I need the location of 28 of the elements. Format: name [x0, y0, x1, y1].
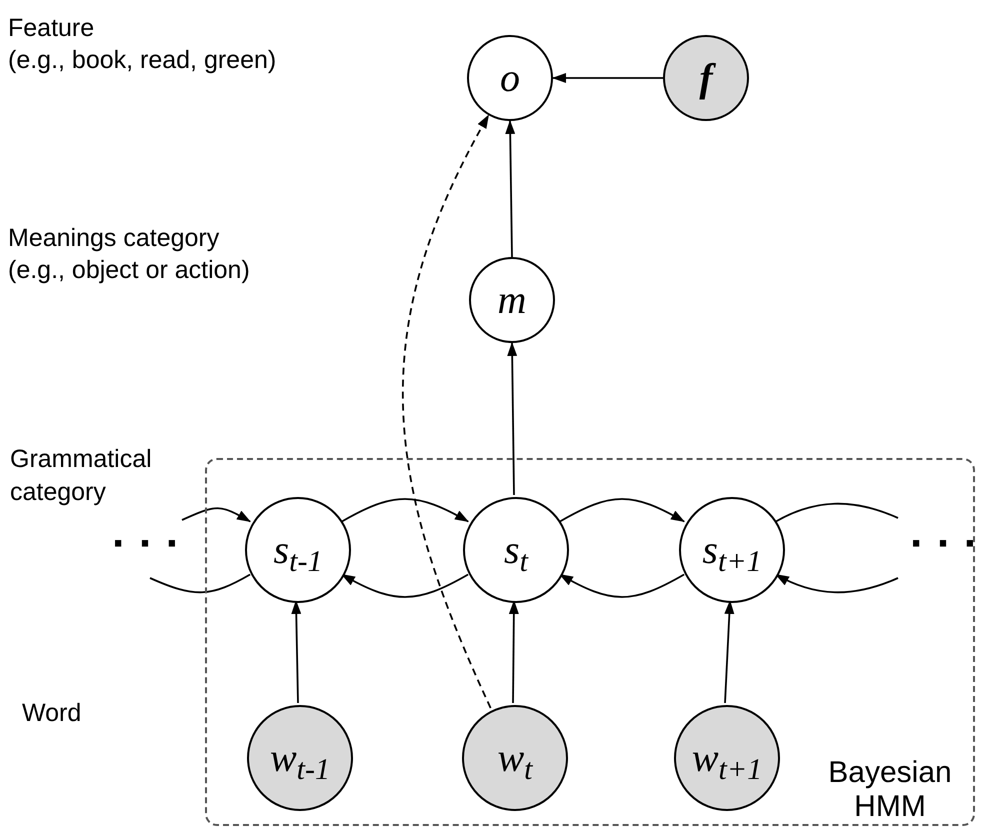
arrow	[341, 498, 469, 522]
arrow	[552, 73, 663, 83]
plate-box	[205, 458, 975, 826]
variable-label: w$_{t+1}$	[692, 738, 762, 778]
row-label: (e.g., book, read, green)	[8, 45, 276, 76]
arrow	[341, 574, 469, 598]
variable-label: s$_{t-1}$	[274, 530, 322, 570]
ellipsis-label: · · ·	[112, 528, 180, 560]
variable-label: s$_{t+1}$	[702, 530, 762, 570]
ellipsis-label: · · ·	[910, 528, 978, 560]
arrow	[507, 342, 518, 496]
variable-label: w$_{t-1}$	[270, 738, 330, 778]
arrow	[559, 574, 685, 598]
arrow	[559, 498, 685, 522]
arrow	[505, 120, 516, 258]
variable-label: o	[500, 58, 520, 98]
arrow	[182, 507, 251, 522]
dashed-arrow	[402, 114, 492, 708]
row-label: Meanings category	[8, 223, 220, 254]
variable-label: w$_{t}$	[497, 738, 533, 778]
row-label: Feature	[8, 13, 94, 44]
plate-label: Bayesian HMM	[827, 756, 953, 824]
row-label: (e.g., object or action)	[8, 255, 250, 286]
variable-label: s$_{t}$	[504, 530, 528, 570]
row-label: Grammatical category	[10, 444, 153, 508]
row-label: Word	[22, 698, 82, 729]
variable-label: m	[498, 280, 526, 320]
arrow	[775, 574, 898, 594]
